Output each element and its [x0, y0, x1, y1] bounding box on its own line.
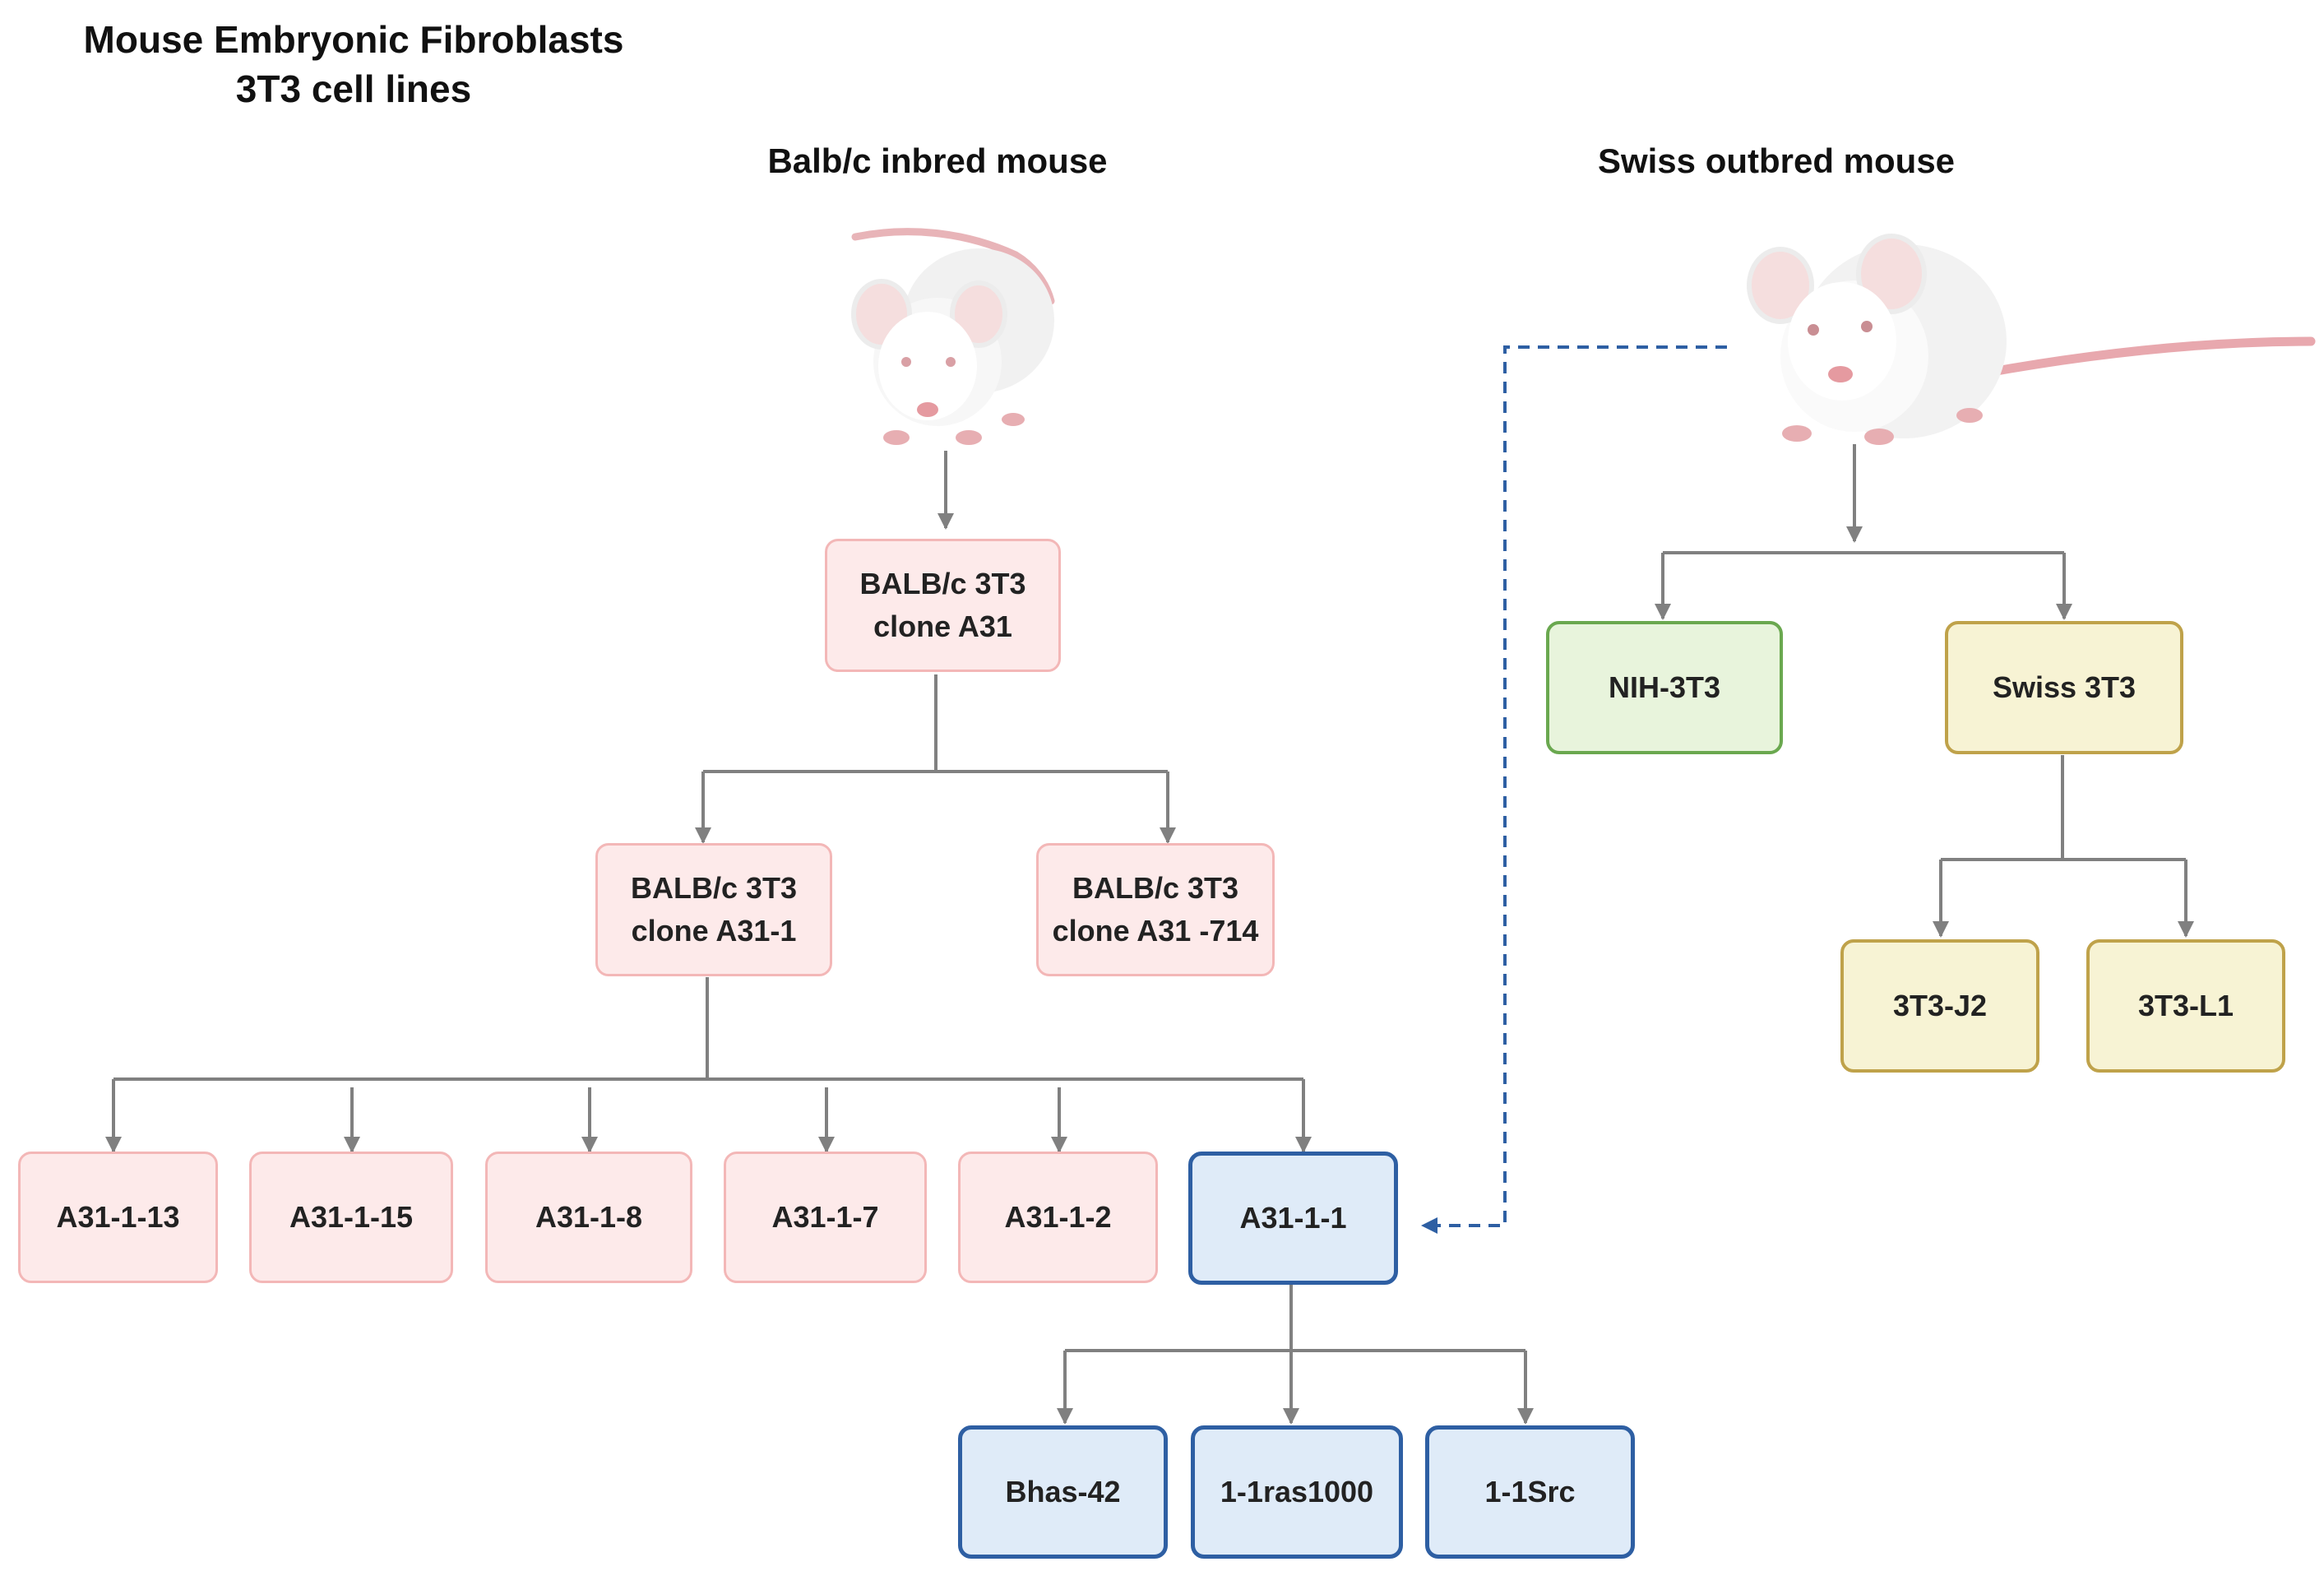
node-a31-1-1: A31-1-1	[1188, 1152, 1398, 1285]
title-line-1: Mouse Embryonic Fibroblasts	[83, 18, 624, 61]
diagram-title: Mouse Embryonic Fibroblasts 3T3 cell lin…	[33, 15, 674, 114]
node-label-line-1: BALB/c 3T3	[859, 567, 1026, 600]
swiss-mouse-illustration	[1747, 234, 2316, 445]
node-bhas-42: Bhas-42	[958, 1425, 1168, 1559]
node-balbc-3t3-clone-a31: BALB/c 3T3 clone A31	[825, 539, 1061, 672]
title-line-2: 3T3 cell lines	[235, 67, 472, 110]
node-label-line-2: clone A31 -714	[1052, 914, 1259, 948]
node-1-1src: 1-1Src	[1425, 1425, 1635, 1559]
node-3t3-l1: 3T3-L1	[2086, 939, 2285, 1073]
node-3t3-j2: 3T3-J2	[1840, 939, 2039, 1073]
node-nih-3t3: NIH-3T3	[1546, 621, 1783, 754]
node-a31-1-7: A31-1-7	[724, 1152, 927, 1283]
balbc-heading: Balb/c inbred mouse	[767, 141, 1108, 180]
node-balbc-3t3-clone-a31-1: BALB/c 3T3 clone A31-1	[595, 843, 832, 976]
node-a31-1-13: A31-1-13	[18, 1152, 218, 1283]
node-swiss-3t3: Swiss 3T3	[1945, 621, 2183, 754]
node-balbc-3t3-clone-a31-714: BALB/c 3T3 clone A31 -714	[1036, 843, 1275, 976]
swiss-heading: Swiss outbred mouse	[1597, 141, 1956, 180]
node-a31-1-15: A31-1-15	[249, 1152, 453, 1283]
node-label-line-2: clone A31	[873, 609, 1012, 643]
node-a31-1-8: A31-1-8	[485, 1152, 692, 1283]
node-1-1ras1000: 1-1ras1000	[1191, 1425, 1403, 1559]
node-label-line-2: clone A31-1	[631, 914, 797, 948]
node-label-line-1: BALB/c 3T3	[630, 871, 798, 905]
node-a31-1-2: A31-1-2	[958, 1152, 1158, 1283]
balbc-mouse-illustration	[851, 228, 1055, 445]
node-label-line-1: BALB/c 3T3	[1072, 871, 1239, 905]
